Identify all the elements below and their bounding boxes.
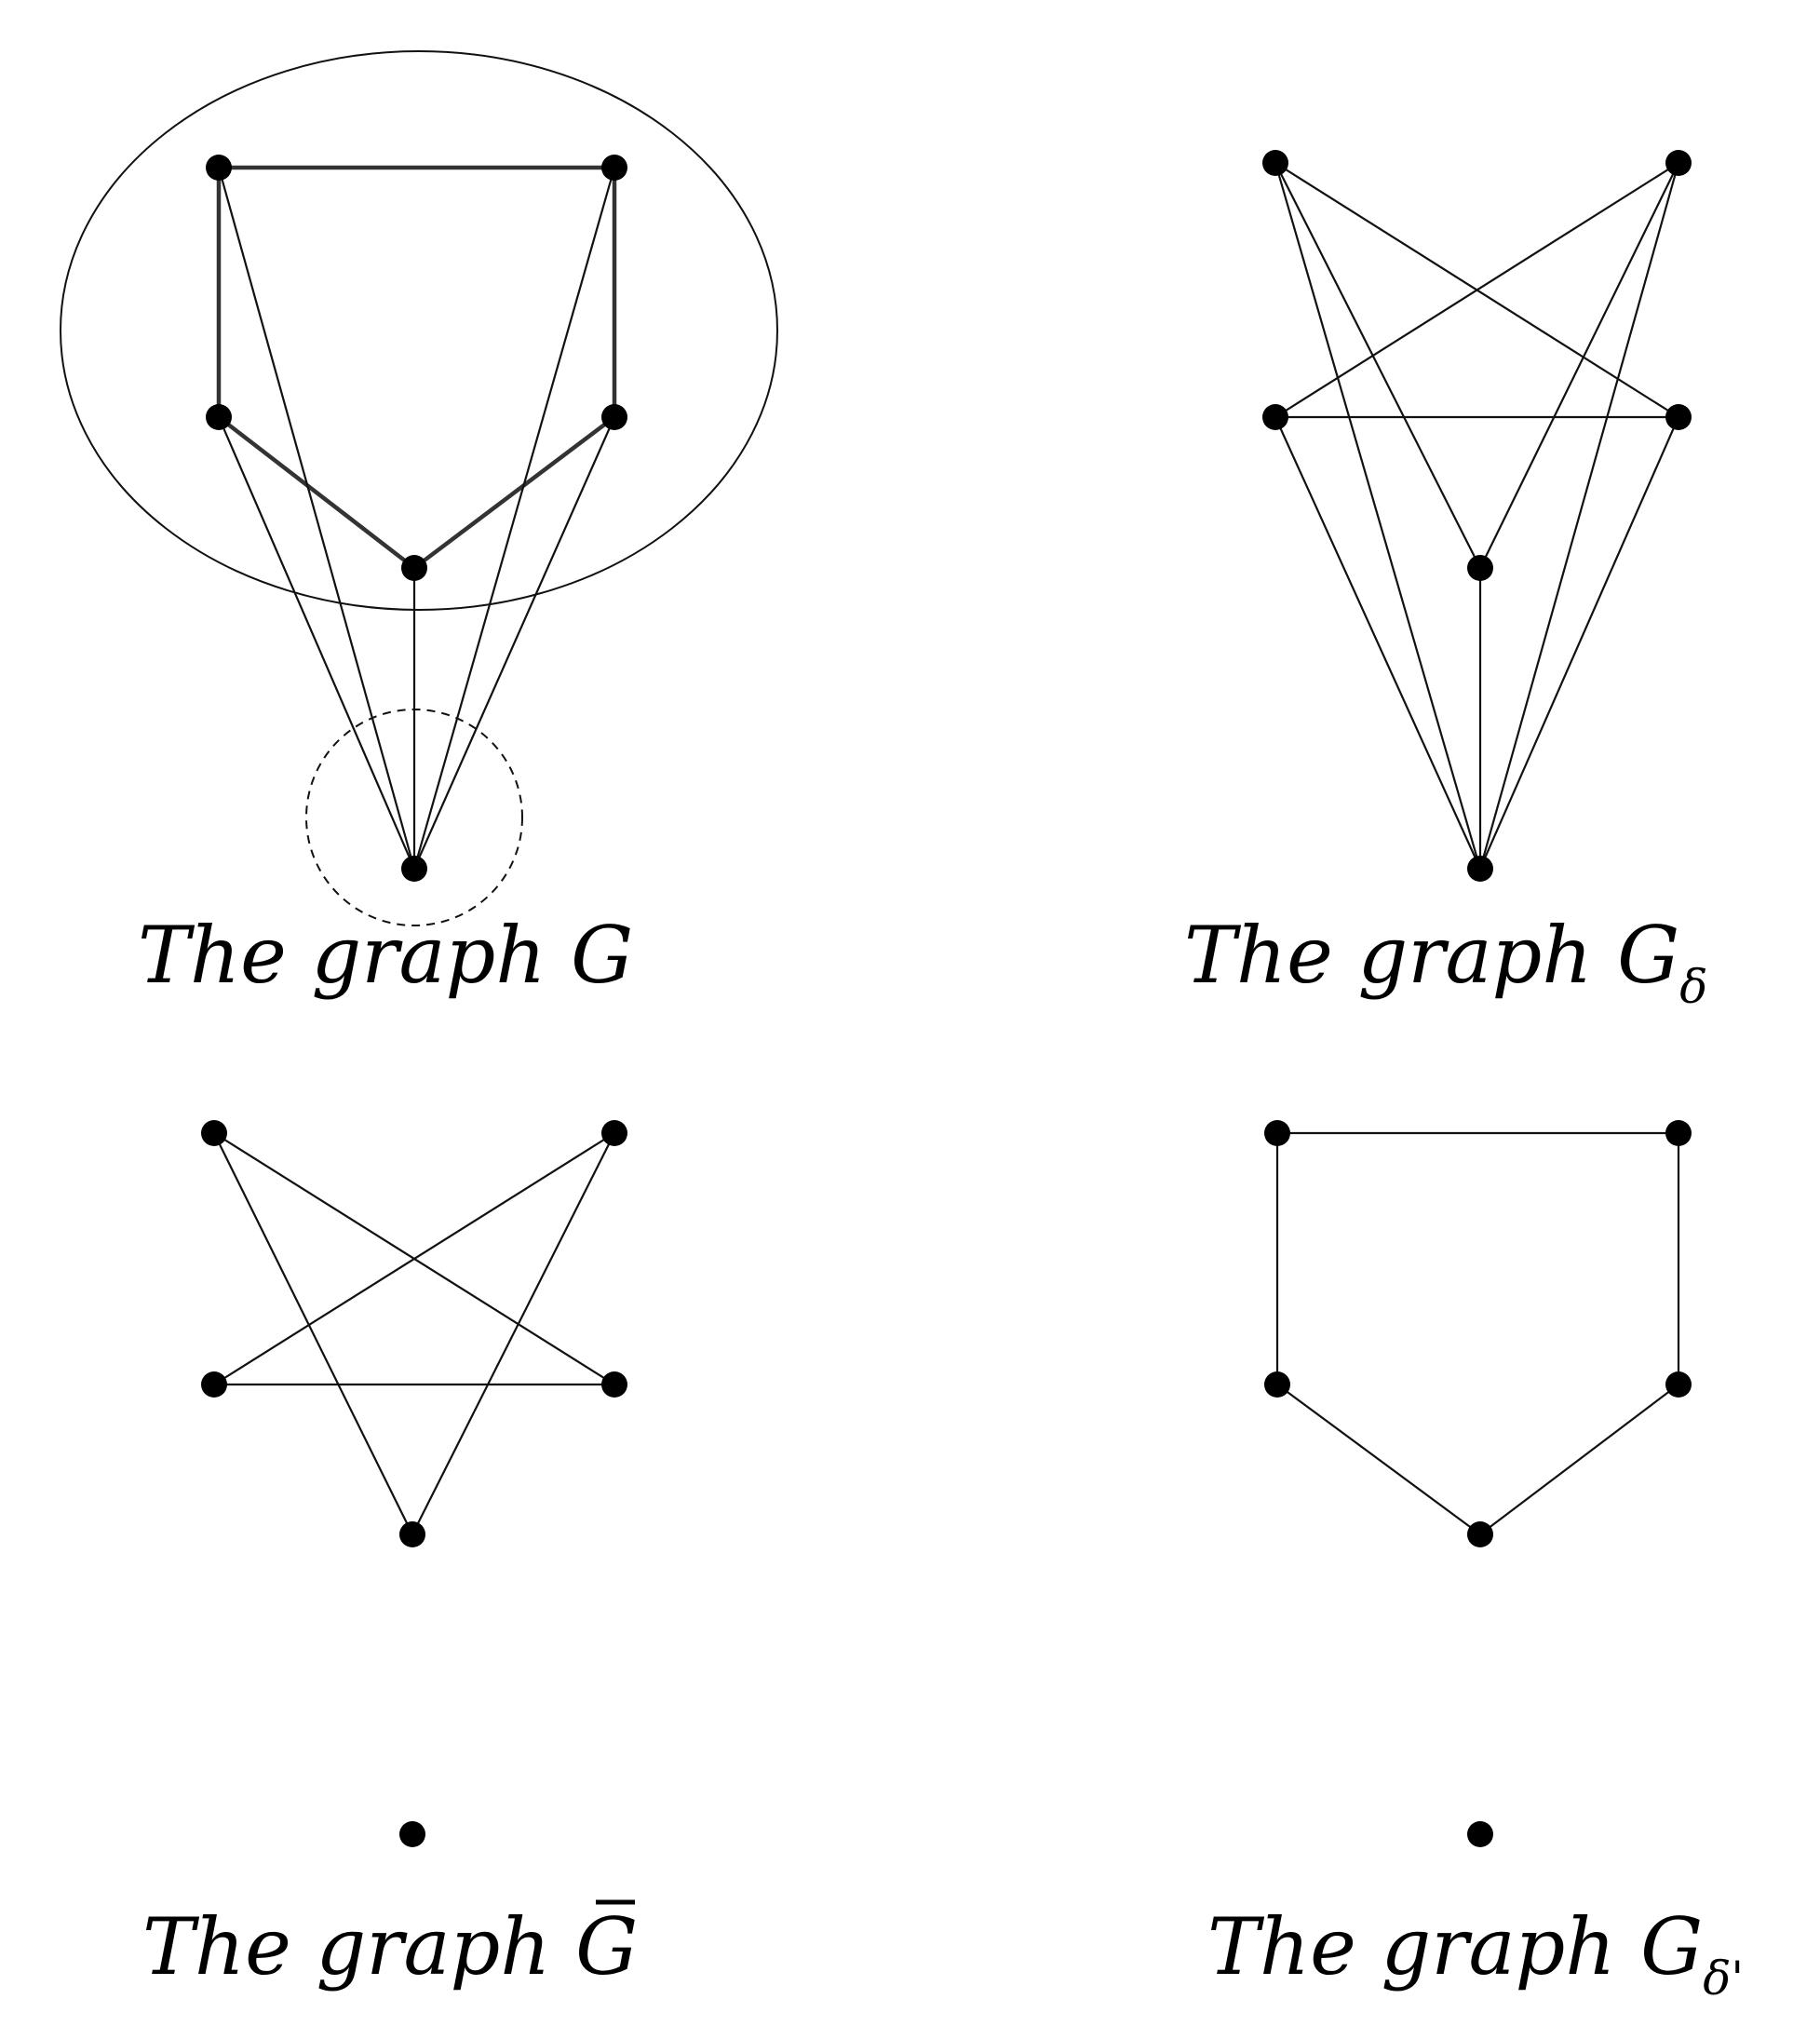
vertex bbox=[1264, 1371, 1290, 1398]
neighborhood-ellipse bbox=[60, 50, 778, 611]
edge bbox=[1478, 162, 1680, 870]
edge bbox=[412, 415, 616, 570]
edge bbox=[213, 1132, 615, 1385]
vertex bbox=[1665, 404, 1692, 430]
vertex bbox=[601, 1120, 627, 1146]
edge bbox=[1274, 162, 1679, 418]
edge bbox=[217, 416, 416, 870]
vertex bbox=[1264, 1120, 1290, 1146]
edge bbox=[411, 1132, 615, 1535]
vertex bbox=[399, 1821, 425, 1847]
edge bbox=[217, 167, 416, 870]
vertex bbox=[206, 404, 232, 430]
caption-graph-g-bar: The graph G bbox=[142, 1901, 638, 1992]
vertex bbox=[1665, 1120, 1692, 1146]
caption-graph-g: The graph G bbox=[138, 910, 633, 1001]
vertex bbox=[399, 1521, 425, 1547]
vertex bbox=[201, 1371, 227, 1398]
vertex bbox=[1467, 555, 1493, 581]
edge bbox=[217, 415, 416, 570]
vertex bbox=[601, 155, 627, 181]
vertex bbox=[1262, 404, 1288, 430]
edge bbox=[1479, 1384, 1679, 1535]
edge bbox=[412, 167, 616, 870]
edge bbox=[1478, 416, 1680, 870]
vertex bbox=[401, 555, 427, 581]
edge bbox=[1274, 162, 1481, 569]
panel-graph-g: The graph G bbox=[60, 50, 778, 1001]
vertex bbox=[1467, 1821, 1493, 1847]
vertex bbox=[601, 1371, 627, 1398]
edge bbox=[1274, 416, 1482, 870]
vertex bbox=[1665, 150, 1692, 176]
edge bbox=[412, 416, 616, 870]
panel-graph-g-delta-prime: The graph Gδ' bbox=[1207, 1120, 1744, 2006]
panel-graph-g-delta: The graph Gδ bbox=[1184, 150, 1707, 1014]
vertex bbox=[1467, 856, 1493, 882]
panel-graph-g-bar: The graph G bbox=[142, 1120, 638, 1992]
vertex bbox=[201, 1120, 227, 1146]
vertex bbox=[1467, 1521, 1493, 1547]
vertex bbox=[401, 856, 427, 882]
edge bbox=[1276, 1384, 1481, 1535]
vertex bbox=[601, 404, 627, 430]
vertex bbox=[206, 155, 232, 181]
caption-graph-g-delta-prime: The graph Gδ' bbox=[1207, 1901, 1744, 2006]
edge bbox=[1479, 162, 1679, 569]
caption-graph-g-delta: The graph Gδ bbox=[1184, 910, 1707, 1014]
vertex bbox=[1665, 1371, 1692, 1398]
edge bbox=[1274, 162, 1482, 870]
edge bbox=[213, 1132, 413, 1535]
vertex bbox=[1262, 150, 1288, 176]
